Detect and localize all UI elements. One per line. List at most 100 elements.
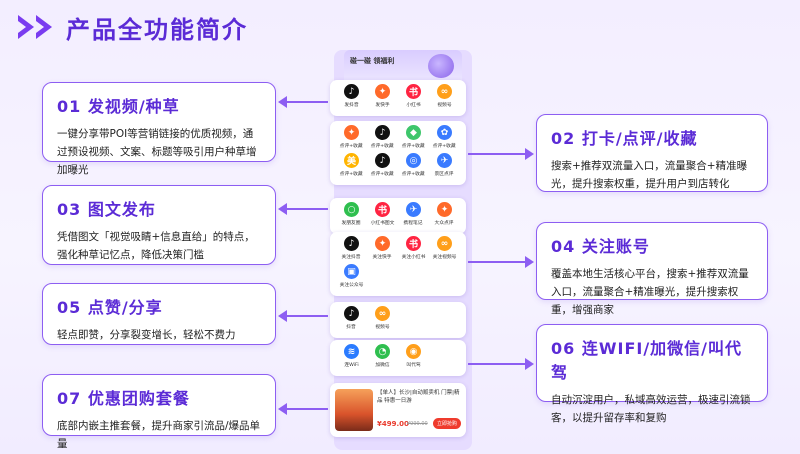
app-shortcut[interactable]: ♪ 关注抖音: [336, 236, 367, 260]
app-label: 关注抖音: [341, 254, 361, 260]
feature-desc: 自动沉淀用户，私域高效运营，极速引流锁客，以提升留存率和复购: [551, 394, 751, 424]
app-label: 景区点评: [434, 171, 454, 177]
feature-title: 05 点赞/分享: [57, 298, 163, 317]
app-shortcut[interactable]: ◔加微信: [367, 344, 398, 368]
feature-card-07: 07 优惠团购套餐 底部内嵌主推套餐，提升商家引流品/爆品单量: [42, 374, 276, 450]
app-icon: ∞: [375, 306, 390, 321]
app-shortcut[interactable]: ♪点评+收藏: [367, 153, 398, 177]
app-shortcut[interactable]: ◆点评+收藏: [398, 125, 429, 149]
product-original-price: ¥999.00: [407, 421, 428, 427]
phone-banner: 碰一碰 领福利: [344, 50, 462, 82]
arrow-icon: [278, 96, 328, 108]
app-label: 连WiFi: [344, 362, 359, 368]
app-icon: 书: [406, 84, 421, 99]
app-shortcut[interactable]: ∞关注视频号: [429, 236, 460, 260]
app-shortcut[interactable]: ♪ 点评+收藏: [367, 125, 398, 149]
app-label: 关注快手: [372, 254, 392, 260]
app-label: 点评+收藏: [339, 171, 363, 177]
app-icon: ♪: [375, 125, 390, 140]
feature-card-03: 03 图文发布 凭借图文「视觉吸睛+信息直给」的特点，强化种草记忆点，降低决策门…: [42, 185, 276, 265]
arrow-icon: [468, 256, 534, 268]
feature-title: 06 连WIFI/加微信/叫代驾: [551, 339, 743, 382]
feature-title: 02 打卡/点评/收藏: [551, 129, 698, 148]
app-shortcut[interactable]: ◎点评+收藏: [398, 153, 429, 177]
feature-title: 03 图文发布: [57, 200, 156, 219]
app-shortcut[interactable]: ≋连WiFi: [336, 344, 367, 368]
app-shortcut[interactable]: ✈ 景区点评: [429, 153, 460, 177]
feature-desc: 搜索+推荐双流量入口，流量聚合+精准曝光，提升搜索权重，提升用户到店转化: [551, 160, 748, 190]
product-name: 【单人】长沙|自动贩卖机 门票|精品 特惠一日游: [377, 390, 460, 404]
app-label: 加微信: [375, 362, 390, 368]
app-shortcut[interactable]: 书小红书图文: [367, 202, 398, 226]
chevron-decoration-icon: [18, 15, 54, 39]
app-icon: 书: [406, 236, 421, 251]
page-header: 产品全功能简介: [18, 10, 248, 44]
share-video-panel: ♪发抖音✦发快手书小红书 ∞ 视频号: [330, 80, 466, 116]
app-icon: ♪: [344, 236, 359, 251]
app-icon: ✿: [437, 125, 452, 140]
follow-account-panel: ♪关注抖音✦关注快手书关注小红书∞关注视频号▣关注公众号: [330, 232, 466, 296]
feature-card-06: 06 连WIFI/加微信/叫代驾 自动沉淀用户，私域高效运营，极速引流锁客，以提…: [536, 324, 768, 424]
feature-card-05: 05 点赞/分享 轻点即赞，分享裂变增长，轻松不费力: [42, 283, 276, 345]
app-label: 点评+收藏: [339, 143, 363, 149]
app-icon: ∞: [437, 236, 452, 251]
app-shortcut[interactable]: 书关注小红书: [398, 236, 429, 260]
wifi-wechat-driver-panel: ≋连WiFi◔加微信 ◉ 叫代驾: [330, 340, 466, 376]
review-collect-panel: ✦点评+收藏♪点评+收藏◆点评+收藏✿点评+收藏美点评+收藏♪点评+收藏◎点评+…: [330, 121, 466, 185]
app-shortcut[interactable]: 书小红书: [398, 84, 429, 108]
arrow-icon: [278, 203, 328, 215]
app-shortcut[interactable]: ∞ 视频号: [429, 84, 460, 108]
group-deal-card[interactable]: 【单人】长沙|自动贩卖机 门票|精品 特惠一日游 ¥499.00 ¥999.00…: [330, 383, 466, 437]
app-shortcut[interactable]: ○发朋友圈: [336, 202, 367, 226]
app-label: 叫代驾: [406, 362, 421, 368]
product-image: [335, 389, 373, 431]
page-title: 产品全功能简介: [66, 15, 248, 44]
app-label: 小红书: [406, 102, 421, 108]
product-price: ¥499.00: [377, 420, 409, 428]
app-label: 点评+收藏: [401, 143, 425, 149]
feature-title: 01 发视频/种草: [57, 97, 180, 116]
app-label: 发朋友圈: [341, 220, 361, 226]
app-label: 发抖音: [344, 102, 359, 108]
app-shortcut[interactable]: ✿点评+收藏: [429, 125, 460, 149]
mascot-icon: [428, 54, 454, 78]
app-icon: 美: [344, 153, 359, 168]
app-icon: ▣: [344, 264, 359, 279]
feature-card-04: 04 关注账号 覆盖本地生活核心平台，搜索+推荐双流量入口，流量聚合+精准曝光，…: [536, 222, 768, 316]
app-shortcut[interactable]: ✦发快手: [367, 84, 398, 108]
app-shortcut[interactable]: ∞ 视频号: [367, 306, 398, 330]
app-shortcut[interactable]: ♪ 抖音: [336, 306, 367, 330]
app-icon: ♪: [375, 153, 390, 168]
feature-desc: 覆盖本地生活核心平台，搜索+推荐双流量入口，流量聚合+精准曝光，提升搜索权重，增…: [551, 268, 749, 316]
app-shortcut[interactable]: ✈携程笔记: [398, 202, 429, 226]
app-icon: ✈: [437, 153, 452, 168]
app-icon: ∞: [437, 84, 452, 99]
app-shortcut[interactable]: 美点评+收藏: [336, 153, 367, 177]
feature-desc: 轻点即赞，分享裂变增长，轻松不费力: [57, 329, 236, 341]
app-icon: ◉: [406, 344, 421, 359]
feature-title: 04 关注账号: [551, 237, 650, 256]
app-shortcut[interactable]: ✦点评+收藏: [336, 125, 367, 149]
app-label: 视频号: [375, 324, 390, 330]
app-label: 关注小红书: [401, 254, 426, 260]
arrow-icon: [278, 403, 328, 415]
app-label: 抖音: [346, 324, 357, 330]
app-icon: ♪: [344, 306, 359, 321]
app-shortcut[interactable]: ✦大众点评: [429, 202, 460, 226]
app-label: 大众点评: [434, 220, 454, 226]
app-shortcut[interactable]: ♪发抖音: [336, 84, 367, 108]
app-label: 携程笔记: [403, 220, 423, 226]
arrow-icon: [278, 310, 328, 322]
app-label: 小红书图文: [370, 220, 395, 226]
app-shortcut[interactable]: ▣关注公众号: [336, 264, 367, 288]
app-shortcut[interactable]: ◉ 叫代驾: [398, 344, 429, 368]
feature-desc: 底部内嵌主推套餐，提升商家引流品/爆品单量: [57, 420, 261, 450]
app-label: 点评+收藏: [370, 143, 394, 149]
buy-button[interactable]: 立即抢购: [433, 418, 461, 429]
app-shortcut[interactable]: ✦ 关注快手: [367, 236, 398, 260]
app-icon: ✦: [375, 236, 390, 251]
arrow-icon: [468, 358, 534, 370]
app-label: 视频号: [437, 102, 452, 108]
app-icon: 书: [375, 202, 390, 217]
phone-banner-text: 碰一碰 领福利: [350, 57, 395, 65]
